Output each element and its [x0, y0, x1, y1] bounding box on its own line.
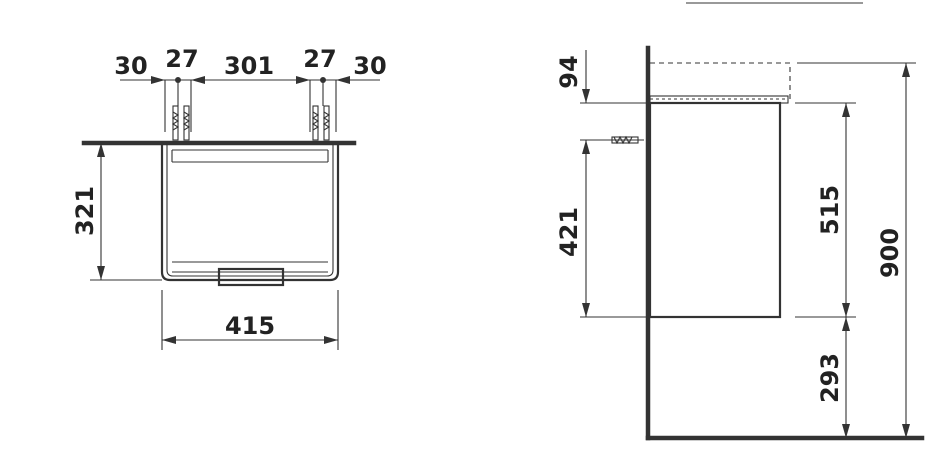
wall-anchors-left — [171, 105, 191, 141]
dim-total-height: 900 — [876, 228, 904, 278]
dim-mount-height: 421 — [555, 207, 583, 257]
dim-floor-gap: 293 — [816, 353, 844, 403]
dim-left-margin: 30 — [114, 52, 147, 80]
width-dimension: 415 — [161, 290, 339, 350]
dim-left-bolt-spacing: 27 — [165, 45, 198, 73]
dim-basin-offset: 94 — [555, 55, 583, 88]
wall-anchors-right — [311, 105, 331, 141]
washbasin-outline — [649, 62, 791, 104]
dim-depth: 321 — [71, 186, 99, 236]
dim-width: 415 — [225, 312, 275, 340]
height-dimension: 321 — [71, 142, 162, 281]
dim-cabinet-height: 515 — [816, 185, 844, 235]
dim-bolt-center-distance: 301 — [224, 52, 274, 80]
bolt-extension-lines — [164, 80, 337, 132]
dim-right-bolt-spacing: 27 — [303, 45, 336, 73]
front-view: 30 27 301 27 30 — [71, 45, 387, 350]
cabinet-side — [648, 101, 782, 319]
right-dimensions: 515 293 900 — [795, 62, 916, 438]
side-view: 94 421 515 293 900 — [555, 2, 925, 441]
wall-screw — [611, 135, 644, 145]
drawer-handle — [217, 267, 285, 287]
dim-right-margin: 30 — [353, 52, 386, 80]
cabinet-top-view — [160, 143, 340, 287]
left-dimensions: 94 421 — [555, 50, 648, 318]
